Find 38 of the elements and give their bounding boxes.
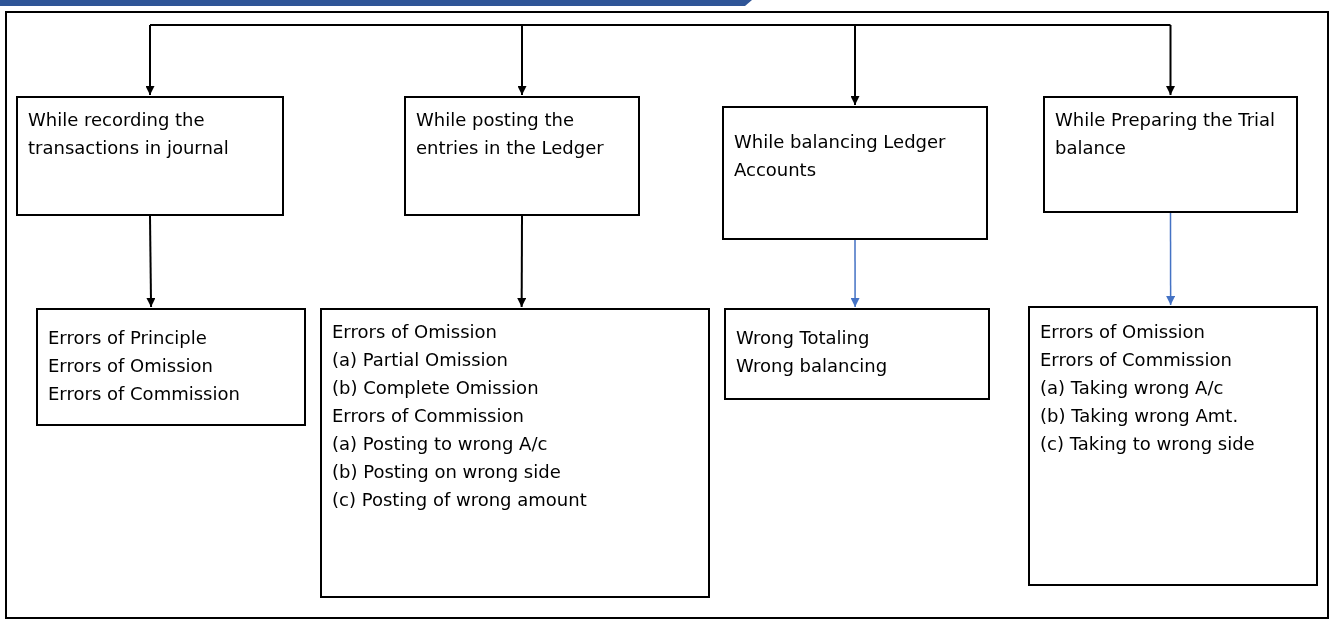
- list-line: (a) Posting to wrong A/c: [332, 432, 549, 456]
- arrow: [1166, 24, 1175, 96]
- arrow: [1166, 212, 1176, 306]
- list-line: Errors of Omission: [1040, 320, 1206, 344]
- category-box: [404, 96, 640, 216]
- category-box: [722, 106, 988, 240]
- list-line: Errors of Omission: [48, 354, 214, 378]
- list-line: Errors of Principle: [48, 326, 208, 350]
- list-line: (b) Complete Omission: [332, 376, 540, 400]
- category-box: [1043, 96, 1298, 213]
- box-text: While Preparing the Trial balance: [1055, 108, 1277, 160]
- arrow: [517, 215, 527, 308]
- list-line: (b) Posting on wrong side: [332, 460, 562, 484]
- list-line: (a) Taking wrong A/c: [1040, 376, 1225, 400]
- list-line: (c) Posting of wrong amount: [332, 488, 588, 512]
- connector-line: [149, 24, 1172, 26]
- error-list-box: [1028, 306, 1318, 586]
- arrow: [145, 24, 155, 96]
- box-text: While posting the entries in the Ledger: [416, 108, 605, 160]
- list-line: (a) Partial Omission: [332, 348, 509, 372]
- error-list-box: [36, 308, 306, 426]
- box-text: While balancing Ledger Accounts: [734, 130, 947, 182]
- error-list-box: [724, 308, 990, 400]
- list-line: Errors of Commission: [332, 404, 525, 428]
- error-list-box: [320, 308, 710, 598]
- arrow: [146, 215, 156, 308]
- list-line: Errors of Omission: [332, 320, 498, 344]
- list-line: Errors of Commission: [48, 382, 241, 406]
- arrow: [517, 24, 527, 96]
- list-line: Errors of Commission: [1040, 348, 1233, 372]
- list-line: (c) Taking to wrong side: [1040, 432, 1256, 456]
- list-line: Wrong balancing: [736, 354, 889, 378]
- arrow: [850, 239, 860, 308]
- arrow: [850, 24, 860, 106]
- category-box: [16, 96, 284, 216]
- list-line: (b) Taking wrong Amt.: [1040, 404, 1240, 428]
- list-line: Wrong Totaling: [736, 326, 871, 350]
- box-text: While recording the transactions in journal: [28, 108, 230, 160]
